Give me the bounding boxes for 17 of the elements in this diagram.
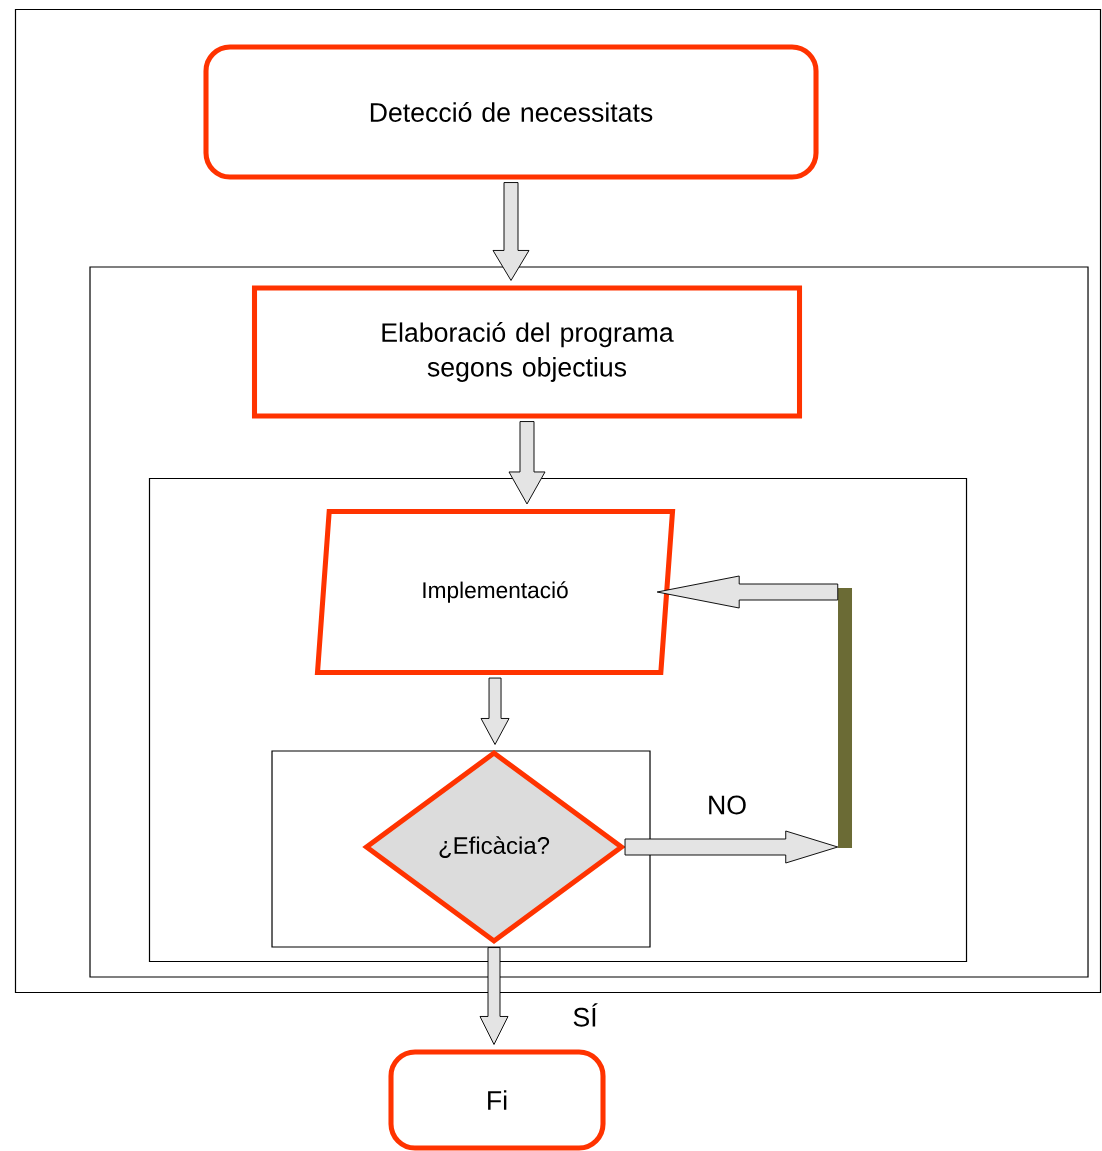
io-parallelogram: Implementació [314, 508, 676, 676]
end-box: Fi [388, 1049, 606, 1151]
block-arrow [480, 677, 510, 745]
process-box: Detecció de necessitats [203, 44, 819, 180]
edge-label: SÍ [573, 1003, 598, 1027]
frame [271, 750, 651, 948]
block-arrow [492, 182, 530, 281]
process-box: Elaboració del programa segons objectius [251, 285, 803, 419]
block-arrow [479, 947, 509, 1045]
edge-label: NO [709, 795, 746, 815]
block-arrow [508, 421, 546, 505]
frame [14, 8, 1102, 994]
block-arrow [624, 830, 839, 864]
merge-bar [838, 588, 852, 848]
frame [89, 266, 1089, 978]
block-arrow [656, 575, 839, 609]
frame [148, 477, 968, 963]
